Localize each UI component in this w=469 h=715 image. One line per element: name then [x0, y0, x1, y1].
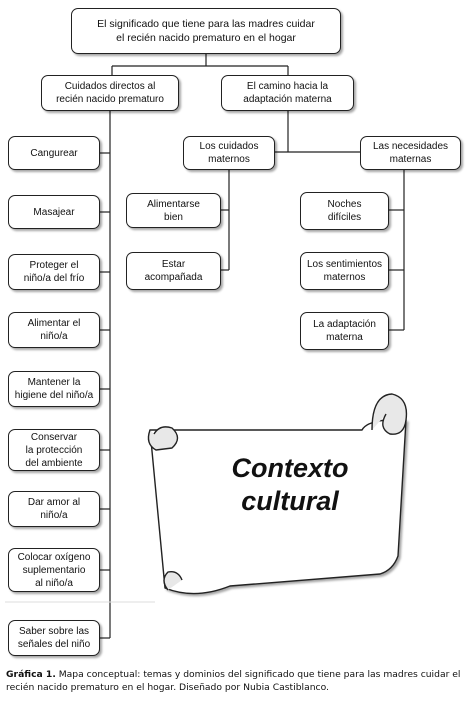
branch-camino-adaptacion: El camino hacia la adaptación materna — [221, 75, 354, 111]
left-item: Colocar oxígeno suplementario al niño/a — [8, 548, 100, 592]
left-item: Conservar la protección del ambiente — [8, 429, 100, 471]
necesidades-maternas-node: Las necesidades maternas — [360, 136, 461, 170]
cuidados-item: Estar acompañada — [126, 252, 221, 290]
scroll-title: Contexto cultural — [231, 453, 349, 516]
left-item: Dar amor al niño/a — [8, 491, 100, 527]
left-item: Masajear — [8, 195, 100, 229]
left-item: Cangurear — [8, 136, 100, 170]
figure-caption: Gráfica 1. Mapa conceptual: temas y domi… — [6, 668, 464, 694]
branch-cuidados-directos: Cuidados directos al recién nacido prema… — [41, 75, 179, 111]
left-item: Saber sobre las señales del niño — [8, 620, 100, 656]
caption-text: Mapa conceptual: temas y dominios del si… — [6, 669, 461, 693]
left-item: Alimentar el niño/a — [8, 312, 100, 348]
cuidados-item: Alimentarse bien — [126, 193, 221, 228]
cuidados-maternos-node: Los cuidados maternos — [183, 136, 275, 170]
necesidades-item: Noches difíciles — [300, 192, 389, 230]
necesidades-item: Los sentimientos maternos — [300, 252, 389, 290]
caption-label: Gráfica 1. — [6, 669, 56, 680]
necesidades-item: La adaptación materna — [300, 312, 389, 350]
left-item: Mantener la higiene del niño/a — [8, 371, 100, 407]
left-item: Proteger el niño/a del frío — [8, 254, 100, 290]
scroll-shape — [147, 393, 408, 595]
root-node: El significado que tiene para las madres… — [71, 8, 341, 54]
